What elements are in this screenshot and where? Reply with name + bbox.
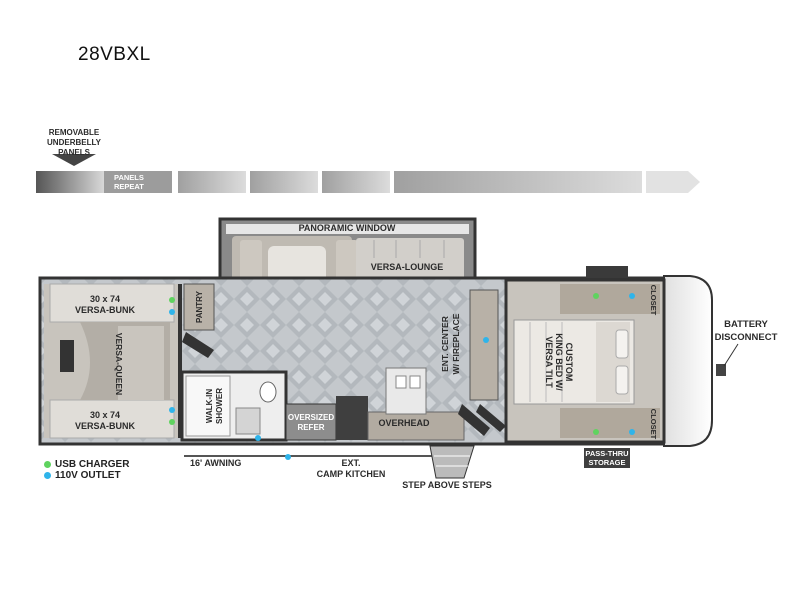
overhead-label: OVERHEAD [378,418,430,428]
oversized-refer [285,403,337,441]
battery-box [586,266,628,278]
legend-usb-label: USB CHARGER [55,459,130,470]
underbelly-panels: REMOVABLE UNDERBELLY PANELS PANELS REPEA… [36,128,700,193]
awning-label: 16' AWNING [190,458,241,468]
closet-bottom-label: CLOSET [649,409,658,440]
pantry-label: PANTRY [195,290,204,323]
versa-bunk-top [49,283,175,323]
legend-outlet: 110V OUTLET [44,470,129,481]
panoramic-window-label: PANORAMIC WINDOW [299,223,396,233]
camp-kitchen-label-1: EXT. [341,458,360,468]
panoramic-window-frame [226,224,469,234]
bunk-top-size: 30 x 74 [90,294,120,304]
outlet-icon [629,293,635,299]
versa-lounge-label: VERSA-LOUNGE [371,262,444,272]
usb-dot-icon [44,461,51,468]
legend-usb: USB CHARGER [44,459,129,470]
battery-label-1: BATTERY [724,319,768,330]
pass-thru-label-2: STORAGE [589,458,626,467]
arrow-right-icon [646,171,700,193]
usb-charger-icon [169,419,175,425]
bunk-bottom-name: VERSA-BUNK [75,421,136,431]
battery-label-2: DISCONNECT [715,332,778,343]
bunk-top-name: VERSA-BUNK [75,305,136,315]
toilet [259,381,277,403]
pass-thru-label-1: PASS-THRU [585,449,628,458]
pantry [183,283,215,331]
panel-removable [36,171,104,193]
removable-label-2: UNDERBELLY [47,138,102,147]
pass-thru-storage [584,448,630,468]
sink [395,375,407,389]
front-cap [663,275,713,447]
entry-door [458,404,490,436]
removable-label-3: PANELS [58,148,91,157]
removable-label-1: REMOVABLE [49,128,100,137]
ent-center-label-1: ENT. CENTER [440,316,450,372]
outlet-icon [169,407,175,413]
vanity [235,407,261,435]
outlet-icon [483,337,489,343]
ent-center-label-2: W/ FIREPLACE [451,313,461,374]
stove [336,396,368,440]
sofa-arm [336,240,358,282]
kitchen-counter [367,411,465,441]
custom-bed-label-2: KING BED W/ [554,333,564,391]
versa-lounge-seat [356,238,464,286]
legend-outlet-label: 110V OUTLET [55,470,121,481]
outlet-dot-icon [44,472,51,479]
ent-center [469,289,499,401]
model-name: 28VBXL [78,44,151,65]
usb-charger-icon [593,429,599,435]
panel-repeat [104,171,172,193]
custom-bed-label-3: VERSA TILT [544,336,554,388]
legend: USB CHARGER 110V OUTLET [44,459,129,481]
outlet-icon [255,435,261,441]
closet-bottom [560,408,660,438]
refer-label-2: REFER [297,423,324,432]
sink [409,375,421,389]
outlet-icon [285,454,291,460]
versa-queen-label: VERSA-QUEEN [114,333,124,395]
walk-in-shower [185,375,231,437]
closet-top [560,284,660,314]
down-arrow-icon [52,154,96,166]
refer-label-1: OVERSIZED [288,413,334,422]
walk-in-label: WALK-IN [205,389,214,423]
trailer-body: 30 x 74 VERSA-BUNK 30 x 74 VERSA-BUNK VE… [38,266,726,479]
queen-mattress [118,326,164,400]
panel [250,171,318,193]
outlet-icon [629,429,635,435]
shower-label: SHOWER [215,388,224,424]
battery-pointer [723,343,739,367]
panel [394,171,642,193]
usb-charger-icon [593,293,599,299]
usb-charger-icon [169,297,175,303]
camp-kitchen-label-2: CAMP KITCHEN [317,469,386,479]
kitchen-island [385,367,427,415]
closet-top-label: CLOSET [649,285,658,316]
hitch [716,364,726,376]
custom-bed-label-1: CUSTOM [564,343,574,382]
step-above-label: STEP ABOVE STEPS [402,480,492,490]
sofa-arm [240,240,262,282]
repeat-label-1: PANELS [114,173,144,182]
bedroom-door [476,404,506,432]
panel [178,171,246,193]
outlet-icon [169,309,175,315]
door [182,332,214,358]
panel [322,171,390,193]
bunk-bottom-size: 30 x 74 [90,410,120,420]
entry-steps [429,445,475,479]
tv [60,340,74,372]
repeat-label-2: REPEAT [114,182,144,191]
